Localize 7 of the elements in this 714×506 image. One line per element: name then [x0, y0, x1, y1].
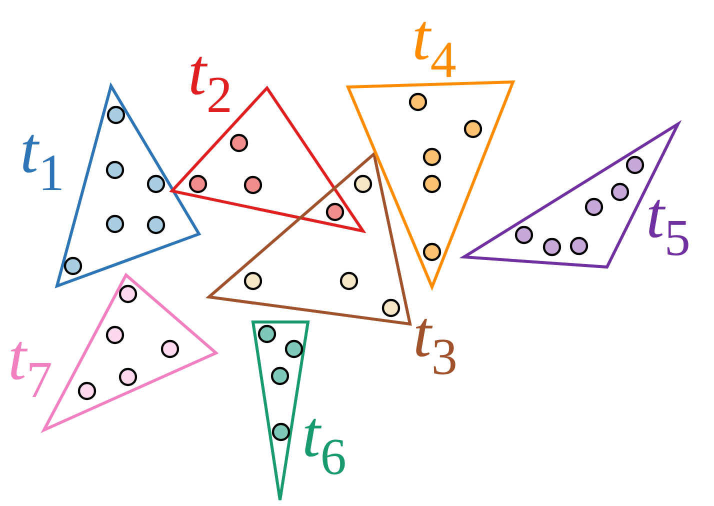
triangle-label: t$_{4}$	[412, 5, 456, 92]
triangle-label: t$_{3}$	[413, 302, 458, 388]
triangle-label: t$_{6}$	[302, 402, 346, 488]
triangle-label: t$_{5}$	[646, 183, 690, 270]
triangle-label: t$_{7}$	[8, 325, 52, 412]
triangle-label: t$_{2}$	[188, 40, 232, 126]
triangle-label: t$_{1}$	[20, 118, 64, 204]
